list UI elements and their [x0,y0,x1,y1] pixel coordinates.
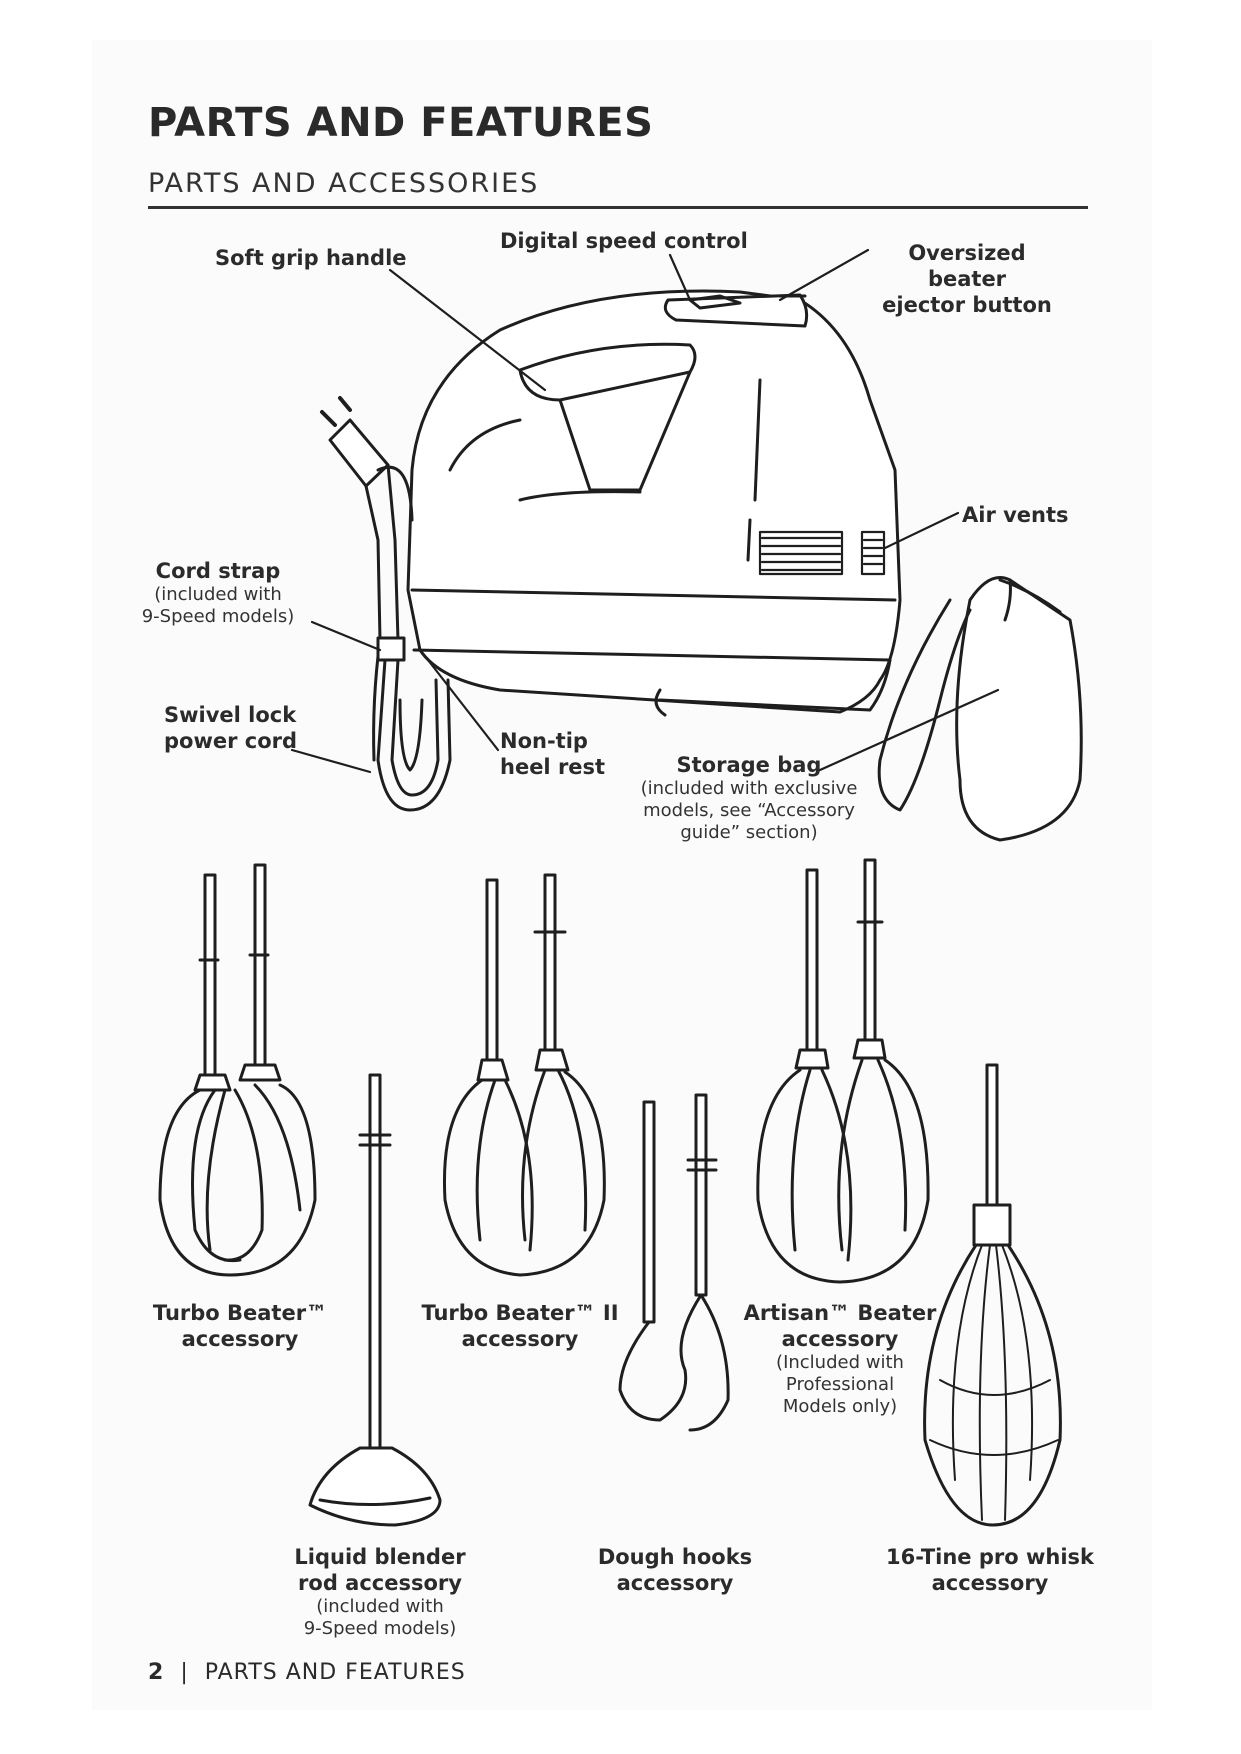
footer-separator: | [180,1660,188,1685]
turbo-beater-illustration [160,865,315,1275]
artisan-beater-illustration [758,860,928,1282]
label-dough-hooks: Dough hooks accessory [590,1544,760,1596]
label-digital-speed-control: Digital speed control [500,228,748,254]
label-non-tip-heel-rest: Non-tip heel rest [500,728,605,780]
label-swivel-lock-cord: Swivel lock power cord [164,702,297,754]
storage-bag-illustration [879,578,1081,841]
page-number: 2 [148,1660,164,1685]
label-turbo-beater: Turbo Beater™ accessory [140,1300,340,1352]
label-cord-strap: Cord strap (included with 9-Speed models… [138,558,298,628]
pro-whisk-illustration [925,1065,1061,1525]
turbo-beater-ii-illustration [444,875,604,1275]
label-beater-ejector: Oversized beater ejector button [872,240,1062,318]
hand-mixer-illustration [322,291,900,810]
page-footer: 2 | PARTS AND FEATURES [148,1660,466,1685]
label-air-vents: Air vents [962,502,1069,528]
label-pro-whisk: 16-Tine pro whisk accessory [880,1544,1100,1596]
label-storage-bag: Storage bag (included with exclusive mod… [640,752,858,844]
label-turbo-beater-ii: Turbo Beater™ II accessory [420,1300,620,1352]
dough-hooks-illustration [620,1095,728,1430]
label-liquid-blender-rod: Liquid blender rod accessory (included w… [280,1544,480,1640]
label-artisan-beater: Artisan™ Beater accessory (Included with… [740,1300,940,1418]
footer-section: PARTS AND FEATURES [205,1660,466,1685]
label-soft-grip-handle: Soft grip handle [215,245,407,271]
